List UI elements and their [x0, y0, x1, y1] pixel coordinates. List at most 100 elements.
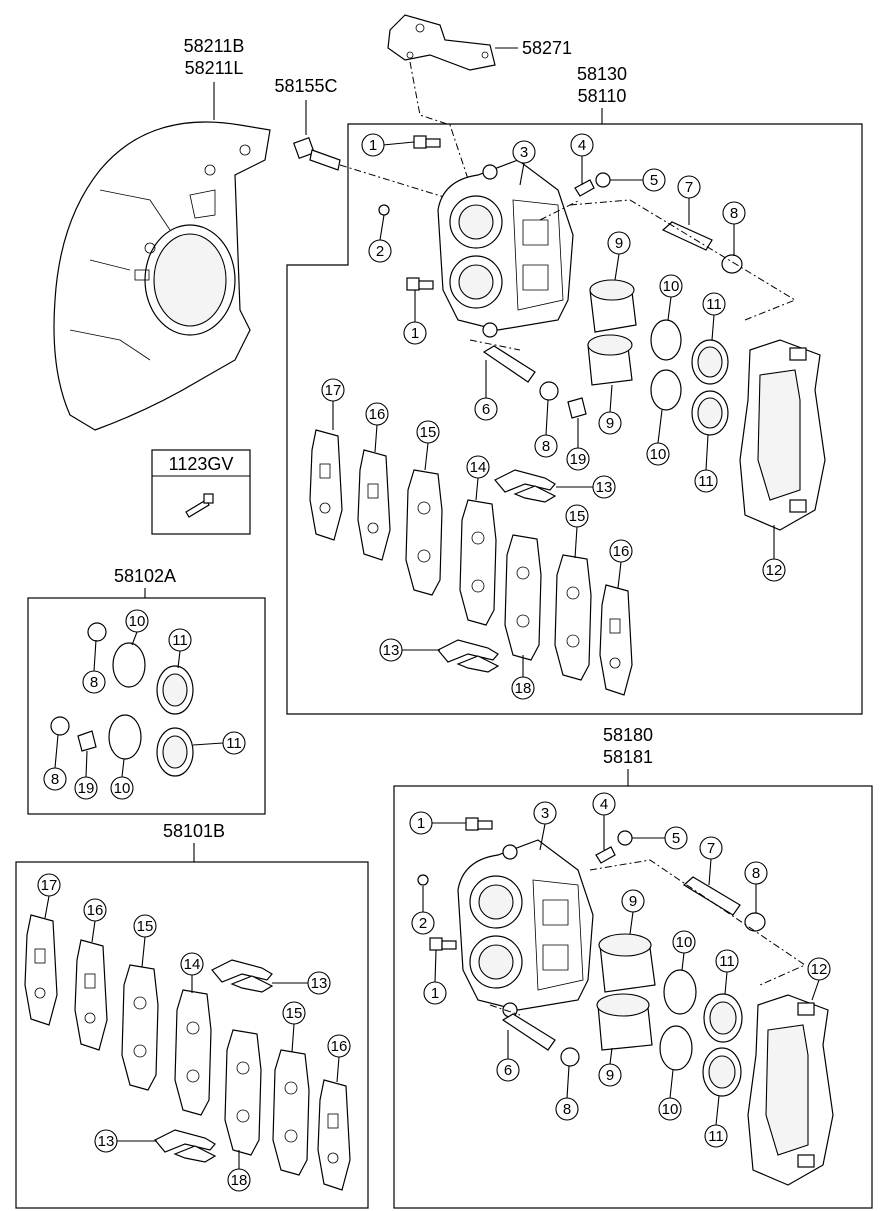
svg-text:18: 18	[515, 680, 532, 697]
front-pad-18	[504, 534, 542, 661]
svg-text:16: 16	[369, 406, 386, 423]
rear-guide-pin-6	[501, 1013, 556, 1051]
front-piston-lower	[587, 334, 633, 386]
rear-seal-10-upper	[663, 969, 697, 1015]
code-58271: 58271	[522, 38, 572, 58]
svg-text:1: 1	[369, 137, 377, 154]
svg-text:2: 2	[376, 243, 384, 260]
front-caliper-carrier-bracket	[739, 339, 826, 531]
front-pad-14	[459, 499, 497, 626]
bolt-1123GV-box	[151, 449, 251, 535]
svg-text:4: 4	[578, 137, 586, 154]
rear-piston-lower	[596, 993, 653, 1051]
svg-text:9: 9	[629, 893, 637, 910]
svg-text:16: 16	[87, 902, 104, 919]
front-callouts: 1 2 3 4 5 7 8 1 9 10 11 6 9 10 11 8 19 1…	[321, 133, 786, 700]
svg-text:18: 18	[231, 1172, 248, 1189]
code-58130: 58130	[577, 64, 627, 84]
svg-text:8: 8	[90, 674, 98, 691]
code-58211L: 58211L	[185, 58, 244, 78]
svg-text:15: 15	[569, 508, 586, 525]
rear-caliper-body	[457, 839, 594, 1018]
svg-text:14: 14	[184, 956, 201, 973]
svg-text:2: 2	[419, 915, 427, 932]
rear-guide-pin-7	[682, 876, 741, 916]
svg-text:8: 8	[563, 1101, 571, 1118]
svg-text:10: 10	[662, 1101, 679, 1118]
front-bleeder-cap-5	[595, 172, 611, 188]
svg-text:8: 8	[51, 771, 59, 788]
bolt-1123GV	[185, 493, 214, 518]
svg-text:12: 12	[766, 562, 783, 579]
svg-text:11: 11	[226, 735, 242, 752]
svg-text:8: 8	[752, 865, 760, 882]
svg-text:11: 11	[172, 632, 188, 649]
rear-caliper-assembly-box	[393, 785, 873, 1209]
rear-pin-boot-8b	[560, 1047, 580, 1067]
code-1123GV: 1123GV	[169, 454, 234, 474]
svg-text:4: 4	[600, 796, 608, 813]
svg-text:11: 11	[706, 296, 722, 313]
kit-pad-14	[174, 989, 212, 1116]
front-pad-15b	[554, 554, 592, 681]
svg-text:1: 1	[417, 815, 425, 832]
rear-callouts: 1 3 4 5 7 8 2 9 10 11 12 1 6 9 8 10 11	[409, 792, 831, 1148]
code-58180: 58180	[603, 725, 653, 745]
kit-clip-13-lower	[154, 1129, 216, 1163]
svg-text:13: 13	[383, 642, 400, 659]
front-bolt-1-bottom	[406, 277, 434, 291]
front-caliper-body	[437, 159, 574, 338]
svg-text:8: 8	[542, 438, 550, 455]
svg-text:15: 15	[286, 1005, 303, 1022]
code-58102A: 58102A	[114, 566, 176, 586]
svg-text:10: 10	[676, 934, 693, 951]
rear-piston-upper	[598, 933, 656, 993]
svg-text:10: 10	[663, 278, 680, 295]
svg-text:16: 16	[331, 1038, 348, 1055]
seal-kit-58102A-box	[27, 597, 266, 815]
svg-text:19: 19	[78, 780, 95, 797]
front-bleeder-cap	[378, 204, 390, 216]
rear-caliper-carrier-bracket	[747, 994, 834, 1186]
svg-text:6: 6	[482, 401, 490, 418]
svg-text:5: 5	[650, 172, 658, 189]
front-caliper-assembly-box	[286, 123, 863, 715]
svg-text:10: 10	[129, 613, 146, 630]
svg-text:9: 9	[615, 235, 623, 252]
svg-text:11: 11	[719, 953, 735, 970]
svg-text:15: 15	[420, 424, 437, 441]
kit-clip-13-upper	[211, 959, 273, 993]
front-guide-pin-7	[661, 221, 713, 251]
svg-text:9: 9	[606, 1067, 614, 1084]
kit-boot-8-lower	[50, 716, 70, 736]
caliper-mounting-bolt	[292, 136, 341, 171]
svg-text:5: 5	[672, 830, 680, 847]
svg-text:17: 17	[325, 382, 342, 399]
svg-text:13: 13	[98, 1133, 115, 1150]
svg-text:10: 10	[650, 446, 667, 463]
code-58101B: 58101B	[163, 821, 225, 841]
dust-shield	[53, 121, 271, 431]
svg-text:16: 16	[613, 543, 630, 560]
front-shim-16	[357, 449, 391, 561]
svg-text:11: 11	[698, 473, 714, 490]
front-bleeder-screw	[574, 179, 595, 197]
svg-text:17: 17	[41, 877, 58, 894]
kit-seal-10-lower	[108, 714, 142, 760]
svg-text:1: 1	[431, 985, 439, 1002]
front-clip-13-upper	[494, 469, 556, 503]
front-piston-upper	[589, 279, 637, 333]
svg-text:9: 9	[606, 415, 614, 432]
rear-bleeder-cap-5	[617, 830, 633, 846]
code-58155C: 58155C	[274, 76, 337, 96]
rear-bleeder-cap-2	[417, 874, 429, 886]
front-pin-boot-8	[721, 254, 743, 274]
svg-text:15: 15	[137, 918, 154, 935]
front-guide-pin-6	[482, 345, 536, 383]
front-bolt-1-top	[413, 135, 441, 149]
svg-text:7: 7	[707, 840, 715, 857]
rear-pin-boot-8	[744, 912, 766, 932]
front-pin-boot-8b	[539, 381, 559, 401]
svg-text:19: 19	[570, 451, 587, 468]
rear-bolt-1-bottom	[429, 937, 457, 951]
